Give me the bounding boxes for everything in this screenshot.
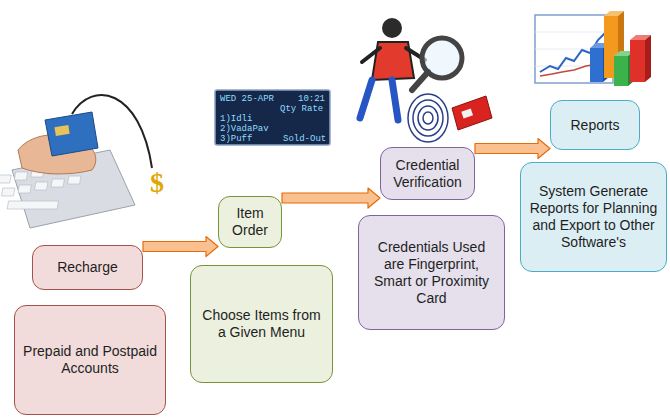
flow-arrow bbox=[143, 237, 218, 257]
box-text: Recharge bbox=[57, 259, 118, 276]
report-chart-illustration-part bbox=[614, 56, 628, 86]
lcd-menu-display-part bbox=[215, 90, 330, 145]
recharge-illustration-part-part bbox=[7, 201, 58, 209]
report-chart-illustration-part bbox=[630, 40, 645, 82]
verification-illustration-part-part bbox=[408, 94, 448, 142]
display-text: 2)VadaPav bbox=[220, 124, 269, 134]
lcd-menu-display bbox=[215, 90, 330, 145]
flow-arrow bbox=[475, 139, 550, 159]
verification-illustration-part bbox=[382, 18, 402, 38]
verification-illustration-part-part bbox=[423, 112, 433, 124]
box-text: Prepaid and Postpaid Accounts bbox=[23, 343, 157, 377]
verification-illustration bbox=[360, 18, 492, 142]
display-text: 10:21 bbox=[298, 94, 325, 104]
recharge-illustration-part bbox=[45, 112, 98, 156]
recharge-illustration-part-part bbox=[1, 188, 14, 196]
box-text: Credentials Used are Fingerprint, Smart … bbox=[367, 239, 496, 307]
recharge-illustration-part-part bbox=[68, 176, 81, 184]
box-text: System Generate Reports for Planning and… bbox=[529, 183, 658, 251]
verification-illustration-part bbox=[452, 96, 492, 130]
recharge-illustration bbox=[0, 95, 152, 228]
recharge-illustration-part-part bbox=[18, 185, 31, 193]
flow-arrow bbox=[282, 188, 380, 208]
report-chart-illustration bbox=[535, 11, 651, 86]
box-text: Reports bbox=[570, 117, 619, 134]
description-box: Prepaid and Postpaid Accounts bbox=[14, 305, 166, 415]
description-box: Choose Items from a Given Menu bbox=[190, 265, 333, 383]
step-box: Recharge bbox=[32, 245, 143, 290]
recharge-illustration-part bbox=[72, 95, 152, 168]
display-text: 3)Puff bbox=[220, 134, 252, 144]
description-box: System Generate Reports for Planning and… bbox=[520, 162, 667, 272]
currency-symbol: $ bbox=[150, 168, 164, 198]
recharge-illustration-part-part bbox=[51, 179, 64, 187]
verification-illustration-part-part bbox=[418, 106, 438, 130]
step-box: Item Order bbox=[218, 196, 282, 248]
display-text: WED 25-APR bbox=[220, 94, 274, 104]
display-text: Sold-Out bbox=[283, 134, 326, 144]
verification-illustration-part bbox=[461, 109, 473, 119]
step-box: Reports bbox=[550, 100, 640, 150]
recharge-illustration-part bbox=[54, 125, 69, 136]
verification-illustration-part bbox=[408, 94, 448, 142]
step-box: Credential Verification bbox=[380, 147, 475, 200]
recharge-illustration-part-part bbox=[0, 175, 11, 183]
report-chart-illustration-part bbox=[535, 15, 613, 83]
verification-illustration-part bbox=[360, 80, 398, 120]
box-text: Credential Verification bbox=[389, 157, 466, 191]
recharge-illustration-part-part bbox=[34, 182, 47, 190]
box-text: Choose Items from a Given Menu bbox=[199, 307, 324, 341]
report-chart-illustration-part bbox=[590, 48, 603, 82]
report-chart-illustration-part bbox=[645, 35, 651, 82]
recharge-illustration-part-part bbox=[14, 172, 27, 180]
display-text: Qty Rate bbox=[280, 104, 323, 114]
report-chart-illustration-part-part bbox=[535, 32, 613, 33]
verification-illustration-part bbox=[362, 48, 425, 62]
verification-illustration-part bbox=[412, 72, 428, 90]
description-box: Credentials Used are Fingerprint, Smart … bbox=[358, 215, 505, 330]
display-text: 1)Idli bbox=[220, 114, 252, 124]
box-text: Item Order bbox=[227, 205, 273, 239]
verification-illustration-part-part bbox=[413, 100, 443, 136]
